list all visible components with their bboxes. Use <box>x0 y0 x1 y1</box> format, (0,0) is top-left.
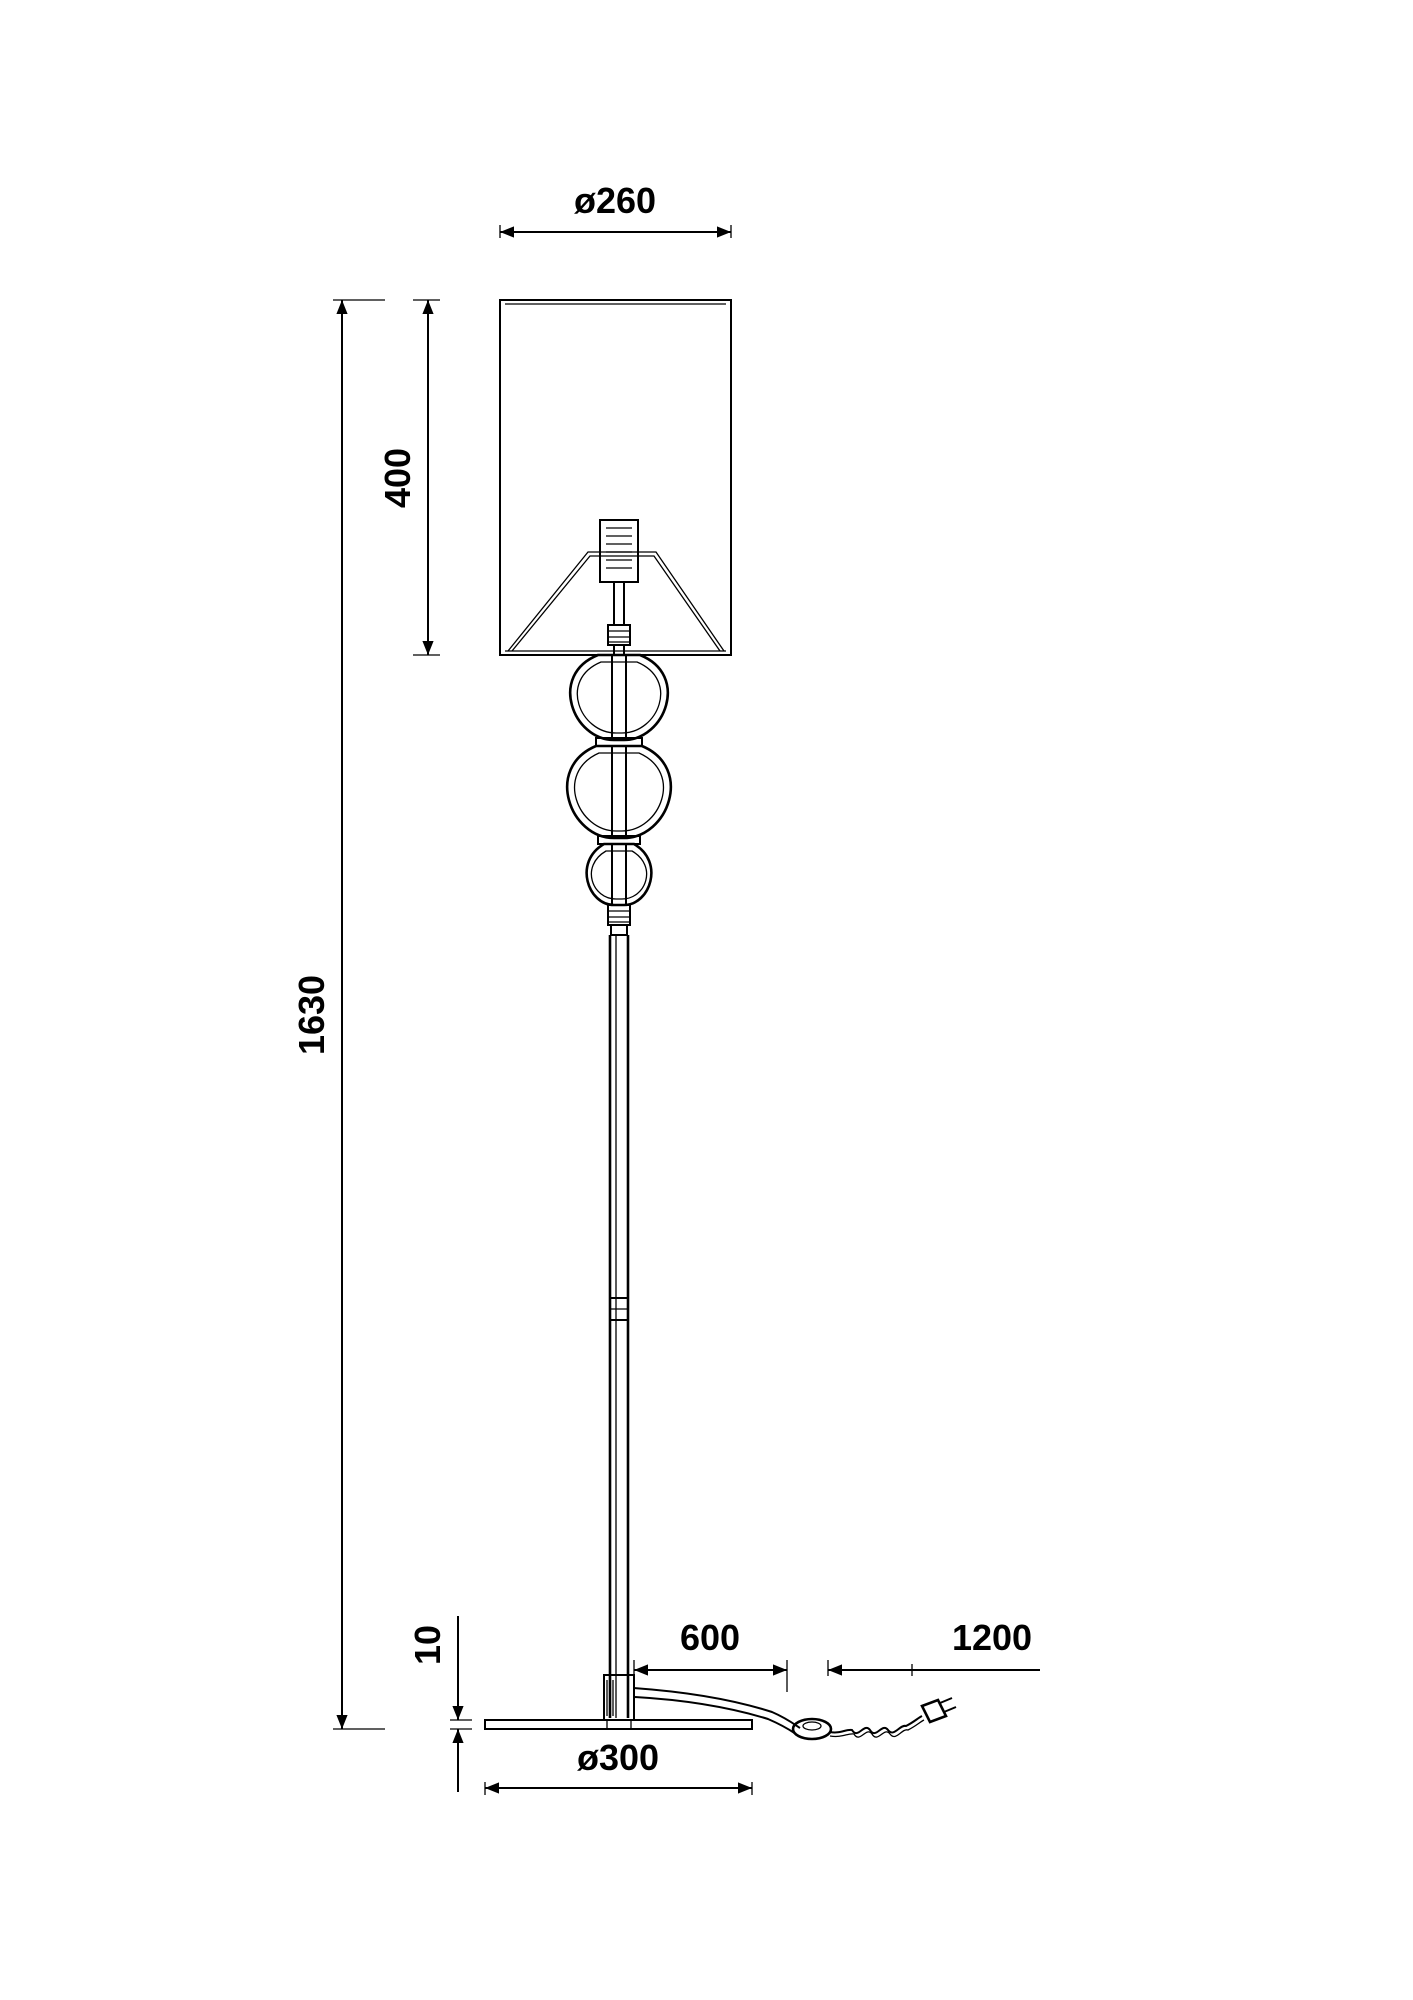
dim-base-diameter: ø300 <box>484 1737 753 1795</box>
inline-foot-switch <box>791 1717 833 1741</box>
lamp-stem-upper <box>607 582 631 655</box>
label-total-height: 1630 <box>291 975 332 1055</box>
label-shade-diameter: ø260 <box>574 180 656 221</box>
lamp-shade <box>499 299 732 656</box>
dim-shade-height: 400 <box>377 299 440 656</box>
dim-base-thickness: 10 <box>407 1616 472 1792</box>
bulb-socket <box>599 519 639 583</box>
glass-bead-2 <box>566 744 672 845</box>
power-cord <box>633 1687 801 1735</box>
lamp-base <box>484 1674 753 1730</box>
dim-shade-diameter: ø260 <box>499 180 732 238</box>
label-cord-600: 600 <box>680 1617 740 1658</box>
dim-total-height: 1630 <box>291 299 385 1730</box>
power-plug <box>920 1697 957 1724</box>
glass-bead-3 <box>585 842 653 907</box>
glass-bead-1 <box>568 653 670 747</box>
label-base-thickness: 10 <box>407 1625 448 1665</box>
lamp-stem-lower <box>607 904 631 1718</box>
label-shade-height: 400 <box>377 448 418 508</box>
label-cord-1200: 1200 <box>952 1617 1032 1658</box>
cord-to-plug <box>829 1715 925 1738</box>
dim-cord-600: 600 <box>633 1617 788 1692</box>
dim-cord-1200: 1200 <box>827 1617 1040 1676</box>
label-base-diameter: ø300 <box>577 1737 659 1778</box>
